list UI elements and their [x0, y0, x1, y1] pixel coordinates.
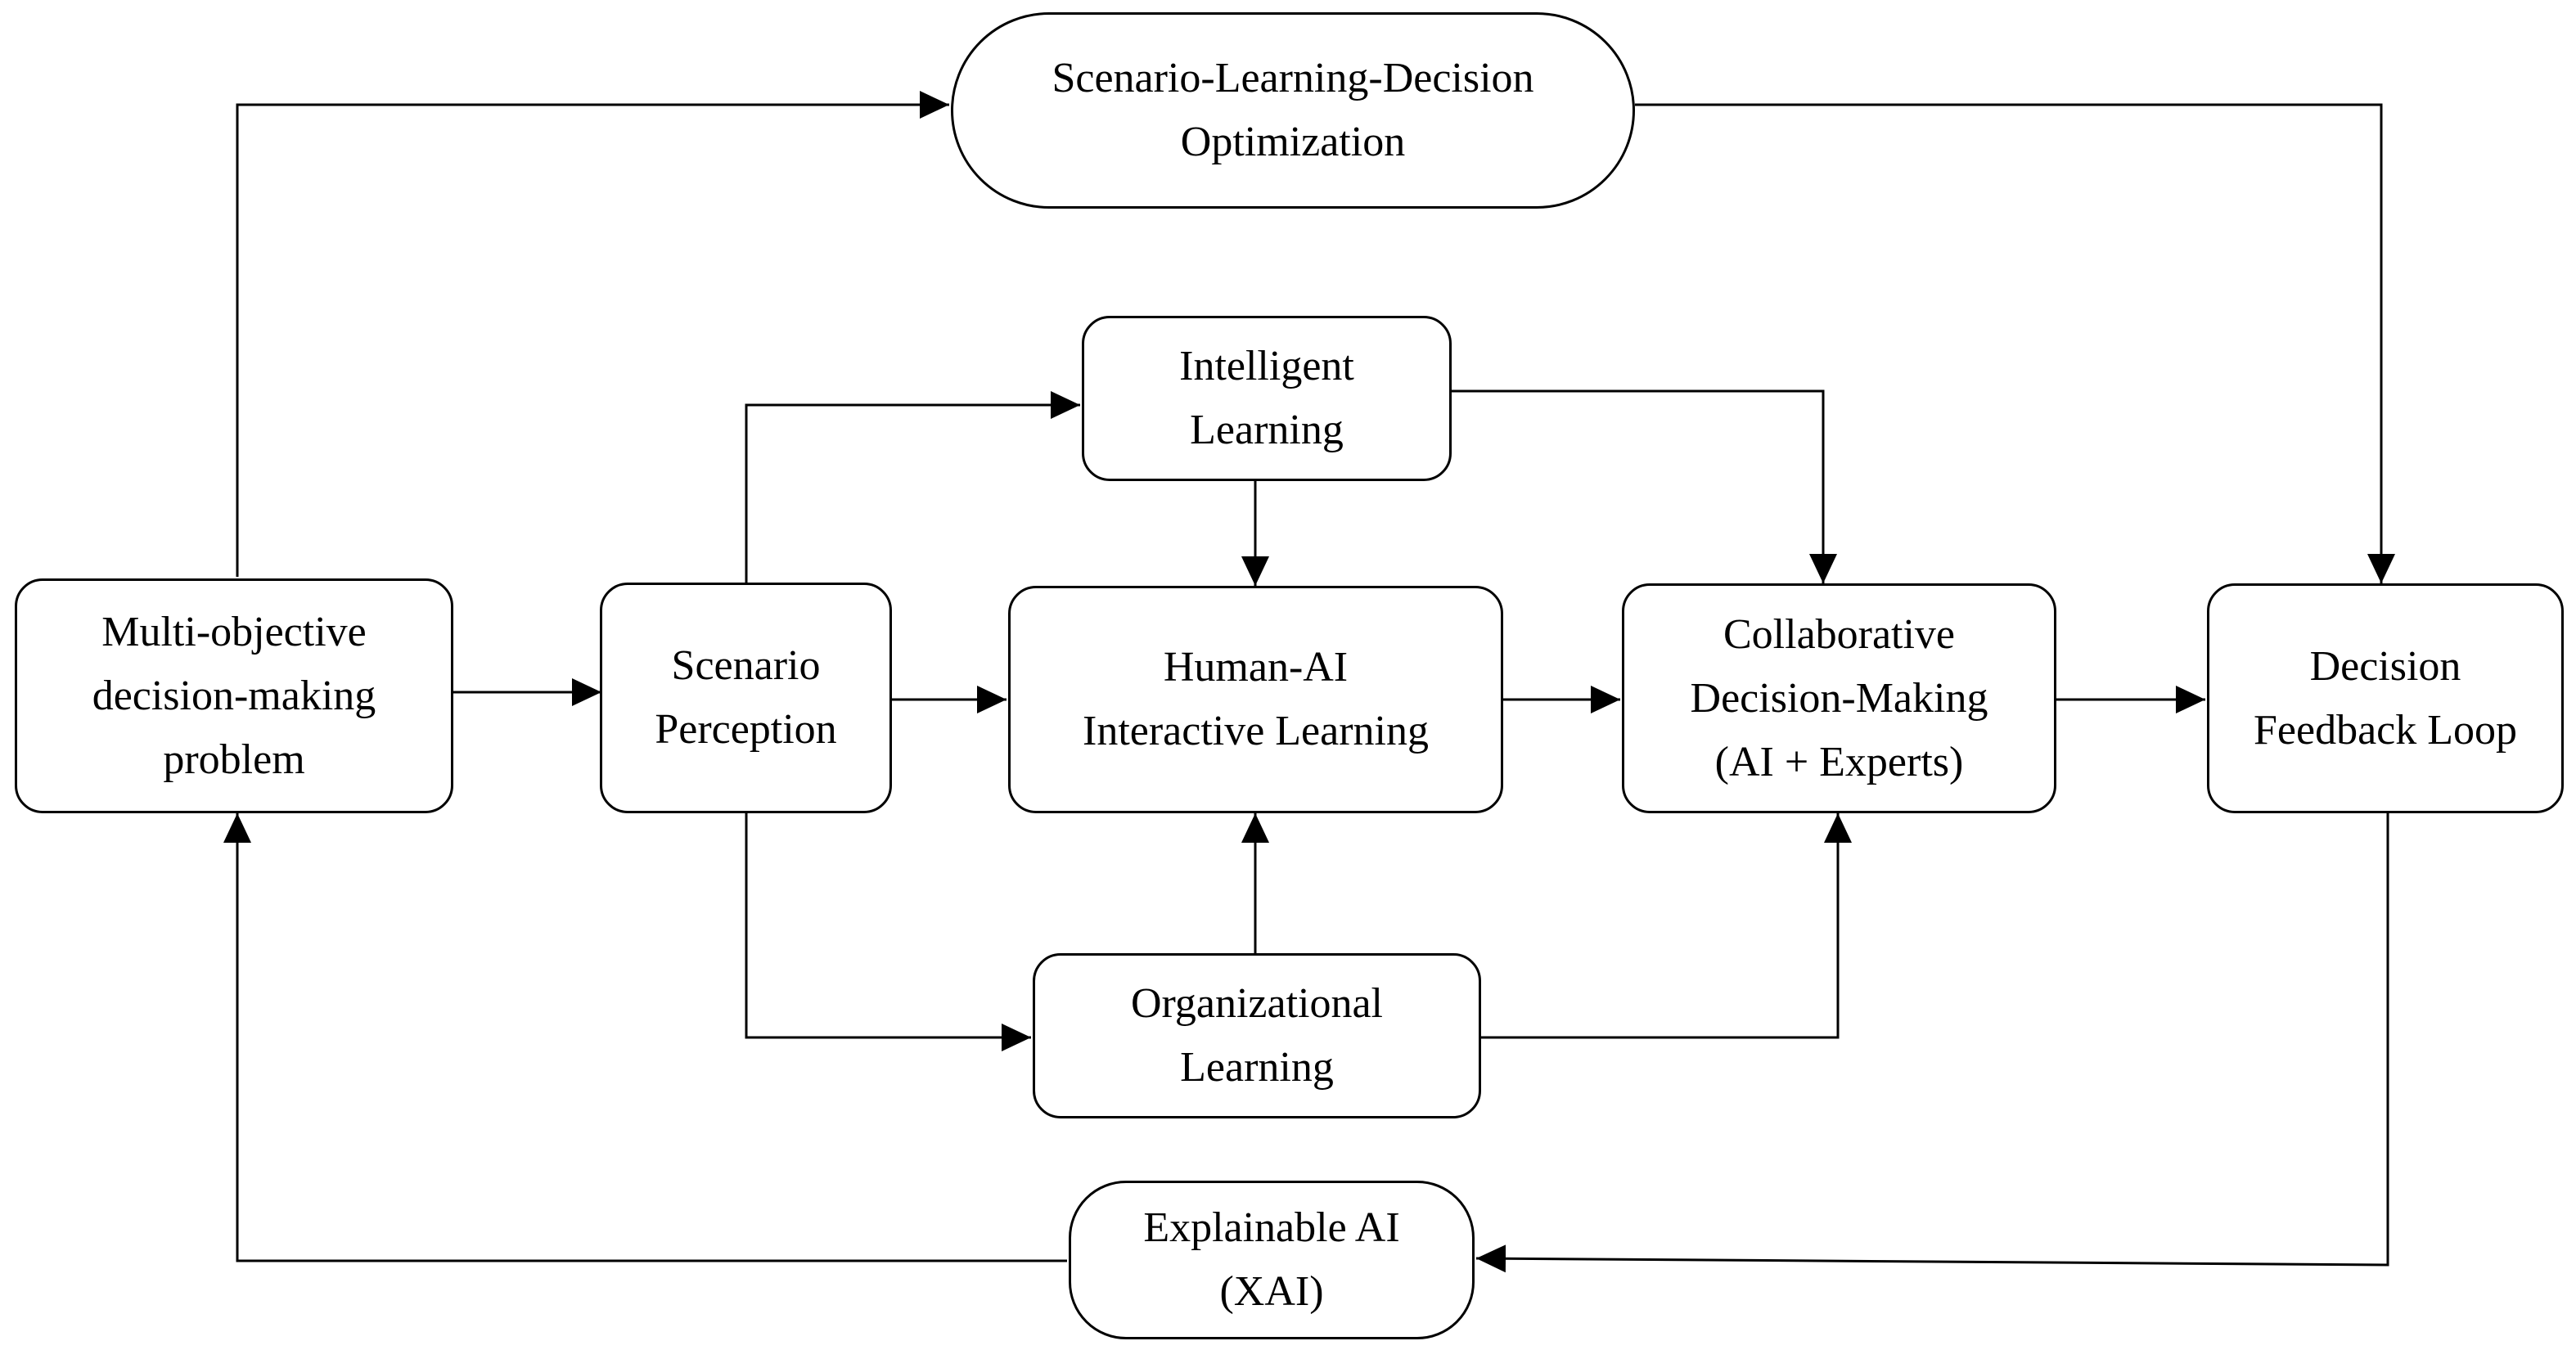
collaborative-label-line-1: Collaborative — [1723, 610, 1956, 658]
perception-label-line-1: Scenario — [671, 642, 821, 689]
edge-optimization-to-feedback — [1635, 103, 2395, 583]
edge-perception-to-organizational — [745, 813, 1031, 1051]
edge-xai-to-problem — [223, 813, 1067, 1262]
xai-label-line-1: Explainable AI — [1143, 1204, 1400, 1251]
edge-feedback-to-xai — [1475, 813, 2389, 1273]
node-human-ai-interactive-learning: Human-AI Interactive Learning — [1008, 586, 1503, 813]
feedback-label-line-2: Feedback Loop — [2253, 706, 2517, 754]
intelligent-label-line-1: Intelligent — [1179, 343, 1354, 389]
intelligent-label-line-2: Learning — [1190, 407, 1344, 453]
problem-label-line-1: Multi-objective — [101, 608, 367, 655]
interactive-label-line-1: Human-AI — [1163, 644, 1349, 691]
collaborative-label-line-2: Decision-Making — [1690, 674, 1988, 722]
edge-perception-to-intelligent — [745, 391, 1080, 583]
edge-organizational-to-collaborative — [1481, 813, 1852, 1039]
interactive-label-line-2: Interactive Learning — [1083, 708, 1429, 754]
edge-problem-to-optimization — [236, 91, 949, 577]
optimization-label-line-2: Optimization — [1180, 119, 1406, 165]
perception-label-line-2: Perception — [655, 706, 837, 753]
xai-label-line-2: (XAI) — [1219, 1268, 1324, 1315]
node-multi-objective-problem: Multi-objective decision-making problem — [15, 578, 453, 813]
organizational-label-line-1: Organizational — [1130, 980, 1384, 1027]
node-explainable-ai: Explainable AI (XAI) — [1069, 1181, 1475, 1339]
edge-intelligent-to-collaborative — [1452, 389, 1837, 583]
problem-label-line-3: problem — [163, 736, 305, 783]
optimization-label-line-1: Scenario-Learning-Decision — [1052, 55, 1534, 101]
organizational-label-line-2: Learning — [1180, 1044, 1334, 1091]
feedback-label-line-1: Decision — [2309, 642, 2461, 690]
collaborative-label-line-3: (AI + Experts) — [1714, 738, 1964, 785]
problem-label-line-2: decision-making — [92, 672, 376, 719]
